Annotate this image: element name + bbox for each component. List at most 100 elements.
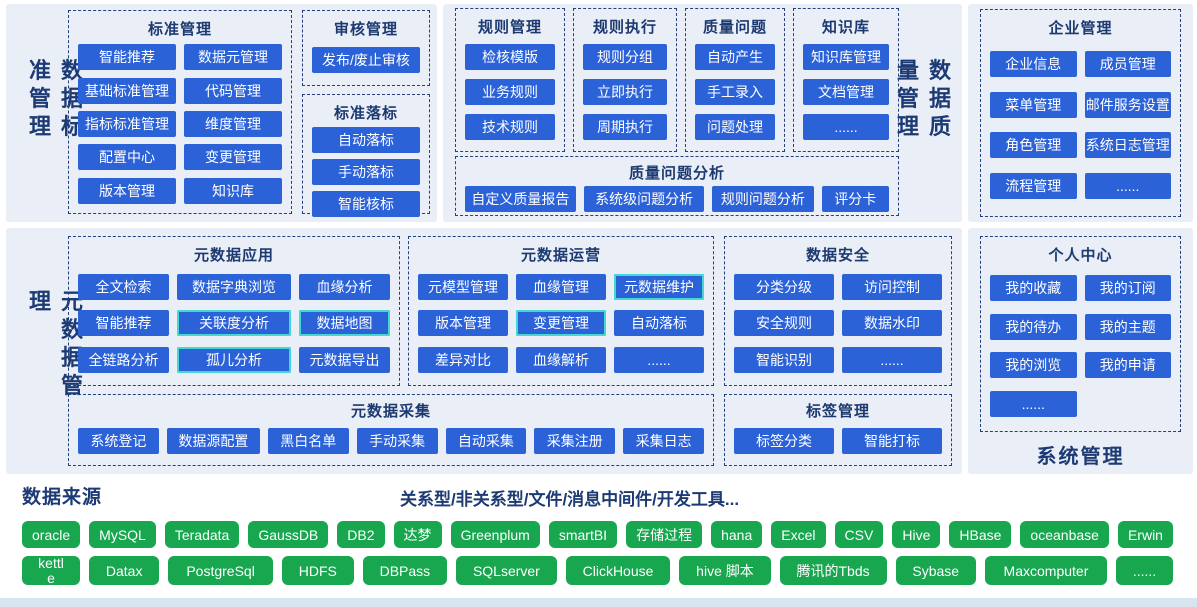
module-button[interactable]: 版本管理 [78, 177, 176, 204]
module-button[interactable]: 自定义质量报告 [465, 186, 576, 212]
module-button[interactable]: 配置中心 [78, 144, 176, 171]
module-button[interactable]: 规则分组 [583, 44, 667, 70]
module-button[interactable]: 我的浏览 [990, 352, 1077, 379]
module-button[interactable]: 手动落标 [312, 159, 420, 185]
source-button[interactable]: HDFS [281, 556, 354, 585]
module-button[interactable]: 我的收藏 [990, 275, 1077, 302]
module-button[interactable]: 评分卡 [821, 186, 889, 212]
module-button[interactable]: 变更管理 [516, 310, 606, 336]
source-button[interactable]: oceanbase [1020, 521, 1109, 548]
module-button[interactable]: 智能核标 [312, 191, 420, 217]
module-button[interactable]: 血缘管理 [516, 273, 606, 300]
module-button[interactable]: 全文检索 [78, 273, 170, 300]
module-button[interactable]: 访问控制 [842, 273, 942, 300]
module-button[interactable]: 代码管理 [184, 77, 282, 104]
source-button[interactable]: Sybase [895, 556, 976, 585]
module-button[interactable]: 我的待办 [990, 313, 1077, 340]
module-button[interactable]: 血缘解析 [516, 346, 606, 373]
source-button[interactable]: HBase [949, 521, 1012, 548]
module-button[interactable]: 自动落标 [614, 310, 704, 336]
module-button[interactable]: 手工录入 [695, 79, 775, 105]
source-button[interactable]: GaussDB [248, 521, 329, 548]
module-button[interactable]: 问题处理 [695, 114, 775, 140]
module-button[interactable]: 周期执行 [583, 114, 667, 140]
source-button[interactable]: ...... [1115, 556, 1174, 585]
module-button[interactable]: 邮件服务设置 [1084, 91, 1171, 118]
module-button[interactable]: 变更管理 [184, 144, 282, 171]
module-button[interactable]: 智能打标 [842, 427, 942, 454]
module-button[interactable]: 手动采集 [356, 427, 438, 454]
module-button[interactable]: 分类分级 [734, 273, 834, 300]
module-button[interactable]: 智能识别 [734, 346, 834, 373]
module-button[interactable]: 元模型管理 [418, 273, 508, 300]
module-button[interactable]: 检核模版 [465, 44, 555, 70]
source-button[interactable]: Excel [771, 521, 826, 548]
module-button[interactable]: 流程管理 [990, 173, 1077, 200]
module-button[interactable]: 智能推荐 [78, 310, 170, 336]
module-button[interactable]: 角色管理 [990, 132, 1077, 159]
module-button[interactable]: 规则问题分析 [712, 186, 814, 212]
module-button[interactable]: ...... [990, 390, 1077, 417]
module-button[interactable]: 血缘分析 [298, 273, 390, 300]
module-button[interactable]: 指标标准管理 [78, 110, 176, 137]
source-button[interactable]: 达梦 [393, 521, 442, 548]
source-button[interactable]: Erwin [1117, 521, 1173, 548]
module-button[interactable]: 版本管理 [418, 310, 508, 336]
module-button[interactable]: ...... [614, 346, 704, 373]
source-button[interactable]: CSV [834, 521, 884, 548]
module-button[interactable]: 差异对比 [418, 346, 508, 373]
module-button[interactable]: 系统日志管理 [1084, 132, 1171, 159]
module-button[interactable]: ...... [803, 114, 889, 140]
module-button[interactable]: ...... [842, 346, 942, 373]
source-button[interactable]: Maxcomputer [984, 556, 1107, 585]
module-button[interactable]: 成员管理 [1084, 50, 1171, 77]
module-button[interactable]: 立即执行 [583, 79, 667, 105]
module-button[interactable]: 企业信息 [990, 50, 1077, 77]
module-button[interactable]: 基础标准管理 [78, 77, 176, 104]
source-button[interactable]: 腾讯的Tbds [779, 556, 887, 585]
source-button[interactable]: DBPass [362, 556, 448, 585]
module-button[interactable]: 自动产生 [695, 44, 775, 70]
source-button[interactable]: ClickHouse [565, 556, 671, 585]
module-button[interactable]: 我的申请 [1084, 352, 1171, 379]
module-button[interactable]: 标签分类 [734, 427, 834, 454]
module-button[interactable]: 文档管理 [803, 79, 889, 105]
module-button[interactable]: 关联度分析 [177, 310, 291, 336]
module-button[interactable]: 系统级问题分析 [583, 186, 705, 212]
module-button[interactable]: 技术规则 [465, 114, 555, 140]
source-button[interactable]: Hive [892, 521, 941, 548]
source-button[interactable]: 存储过程 [626, 521, 703, 548]
source-button[interactable]: oracle [22, 521, 81, 548]
module-button[interactable]: 全链路分析 [78, 346, 170, 373]
module-button[interactable]: 知识库管理 [803, 44, 889, 70]
module-button[interactable]: 菜单管理 [990, 91, 1077, 118]
module-button[interactable]: 我的订阅 [1084, 275, 1171, 302]
source-button[interactable]: kettle [22, 555, 80, 585]
module-button[interactable]: 采集日志 [623, 427, 705, 454]
module-button[interactable]: ...... [1084, 173, 1171, 200]
module-button[interactable]: 智能推荐 [78, 44, 176, 71]
module-button[interactable]: 业务规则 [465, 79, 555, 105]
source-button[interactable]: hive 脚本 [679, 556, 771, 585]
module-button[interactable]: 数据地图 [298, 310, 390, 336]
source-button[interactable]: smartBI [548, 521, 618, 548]
source-button[interactable]: DB2 [337, 521, 385, 548]
source-button[interactable]: Datax [89, 556, 160, 585]
module-button[interactable]: 数据元管理 [184, 44, 282, 71]
module-button[interactable]: 元数据导出 [298, 346, 390, 373]
source-button[interactable]: hana [711, 521, 763, 548]
module-button[interactable]: 自动采集 [445, 427, 527, 454]
source-button[interactable]: Greenplum [450, 521, 540, 548]
module-button[interactable]: 知识库 [184, 177, 282, 204]
module-button[interactable]: 安全规则 [734, 310, 834, 336]
module-button[interactable]: 数据水印 [842, 310, 942, 336]
module-button[interactable]: 采集注册 [534, 427, 616, 454]
source-button[interactable]: MySQL [89, 521, 156, 548]
module-button[interactable]: 黑白名单 [267, 427, 349, 454]
module-button[interactable]: 自动落标 [312, 127, 420, 153]
module-button[interactable]: 元数据维护 [614, 273, 704, 300]
module-button[interactable]: 维度管理 [184, 110, 282, 137]
source-button[interactable]: Teradata [164, 521, 240, 548]
module-button[interactable]: 系统登记 [78, 427, 159, 454]
module-button[interactable]: 孤儿分析 [177, 346, 291, 373]
